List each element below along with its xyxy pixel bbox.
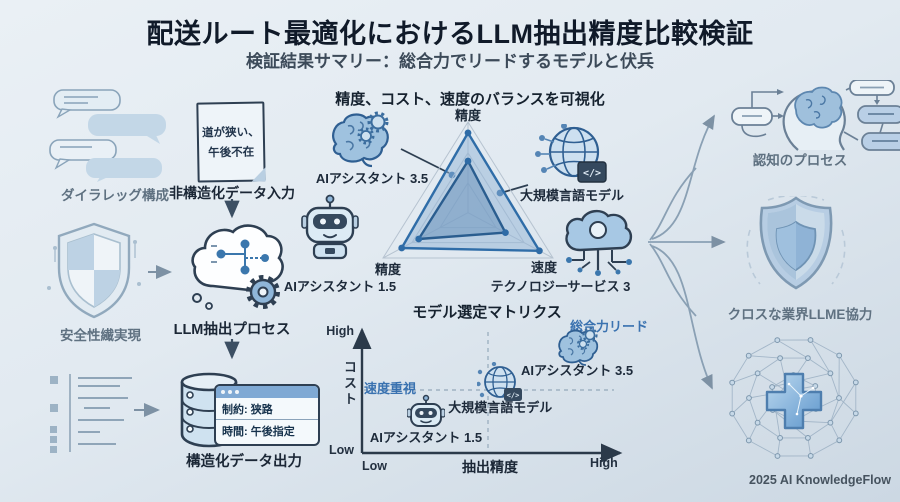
time-row: 時間: 午後指定 xyxy=(216,419,318,441)
brain-icon xyxy=(558,327,599,367)
unstructured-input-label: 非構造化データ入力 xyxy=(169,185,295,201)
structured-output-window: 制約: 狭路 時間: 午後指定 xyxy=(214,384,320,446)
model-llm-label: 大規模言語モデル xyxy=(519,188,624,203)
matrix-title: モデル選定マトリクス xyxy=(412,304,562,321)
matrix-x-low-label: Low xyxy=(362,459,387,473)
gear-icon xyxy=(246,275,280,309)
model-techservice-label: テクノロジーサービス 3 xyxy=(490,279,631,294)
radar-axis-right-label: 速度 xyxy=(530,260,557,275)
radar-axis-top-label: 精度 xyxy=(454,108,481,123)
radar-axis-left-label: 精度 xyxy=(374,262,401,277)
note-text-line1: 道が狭い、 xyxy=(201,126,260,140)
globe-code-icon: </> xyxy=(535,124,607,183)
arrow-to-network xyxy=(651,245,713,390)
brace-bottom-curve xyxy=(649,243,697,317)
chat-bubbles-icon xyxy=(49,89,166,182)
page-subtitle: 検証結果サマリー：総合力でリードするモデルと伏兵 xyxy=(246,52,654,71)
model-assistant35-label: AIアシスタント 3.5 xyxy=(315,171,429,186)
collab-label: クロスな業界LLME協力 xyxy=(727,307,873,322)
llm-process-label: LLM抽出プロセス xyxy=(173,322,291,338)
matrix-y-low-label: Low xyxy=(329,443,354,457)
brace-top-curve xyxy=(649,167,697,241)
matrix-x-high-label: High xyxy=(590,456,618,470)
speed-priority-annotation: 速度重視 xyxy=(364,381,417,396)
radar-heading: 精度、コスト、速度のバランスを可視化 xyxy=(335,91,605,108)
window-dot xyxy=(221,390,225,394)
model-assistant15-label: AIアシスタント 1.5 xyxy=(283,279,397,294)
plus-cross-icon xyxy=(765,372,823,430)
dialog-structure-label: ダイラレッグ構成 xyxy=(61,188,169,203)
cognition-head-icon xyxy=(731,80,900,151)
structured-output-label: 構造化データ出力 xyxy=(186,454,302,470)
collab-shield-icon xyxy=(746,196,846,290)
window-dot xyxy=(235,390,239,394)
page-title: 配送ルート最適化におけるLLM抽出精度比較検証 xyxy=(146,19,754,49)
credit-text: 2025 AI KnowledgeFlow xyxy=(749,473,891,487)
svg-text:</>: </> xyxy=(507,392,520,400)
safety-label: 安全性繊実現 xyxy=(60,328,141,343)
arrow-to-cognition xyxy=(651,114,715,240)
matrix-point-label: AIアシスタント 3.5 xyxy=(520,363,634,379)
llm-cloud-process-icon xyxy=(191,224,284,310)
svg-text:</>: </> xyxy=(583,168,601,179)
matrix-point-label: AIアシスタント 1.5 xyxy=(369,429,483,445)
brain-gears-icon xyxy=(332,111,389,168)
matrix-point-label: 大規模言語モデル xyxy=(448,400,553,416)
document-lines-icon xyxy=(50,374,132,453)
matrix-plot-area: 速度重視 総合力リード AIアシスタント 1.5 xyxy=(362,319,648,453)
knowledge-network-icon xyxy=(729,337,859,459)
note-text-line2: 午後不在 xyxy=(208,146,255,160)
robot-icon xyxy=(407,394,445,427)
sticky-note: 道が狭い、 午後不在 xyxy=(196,101,266,183)
matrix-x-axis-label: 抽出精度 xyxy=(462,459,518,475)
window-dot xyxy=(228,390,232,394)
security-shield-icon xyxy=(47,222,141,319)
robot-icon xyxy=(301,194,359,260)
cloud-tech-icon xyxy=(565,209,633,276)
matrix-y-high-label: High xyxy=(326,324,354,338)
matrix-axes xyxy=(352,327,623,463)
cognition-label: 認知のプロセス xyxy=(752,153,848,168)
code-window-icon: </> xyxy=(577,161,607,183)
window-titlebar xyxy=(216,386,318,398)
globe-icon: </> xyxy=(477,362,523,402)
constraint-row: 制約: 狭路 xyxy=(222,404,273,416)
note-fold-corner xyxy=(251,167,266,182)
matrix-y-axis-label: コスト xyxy=(342,360,357,408)
